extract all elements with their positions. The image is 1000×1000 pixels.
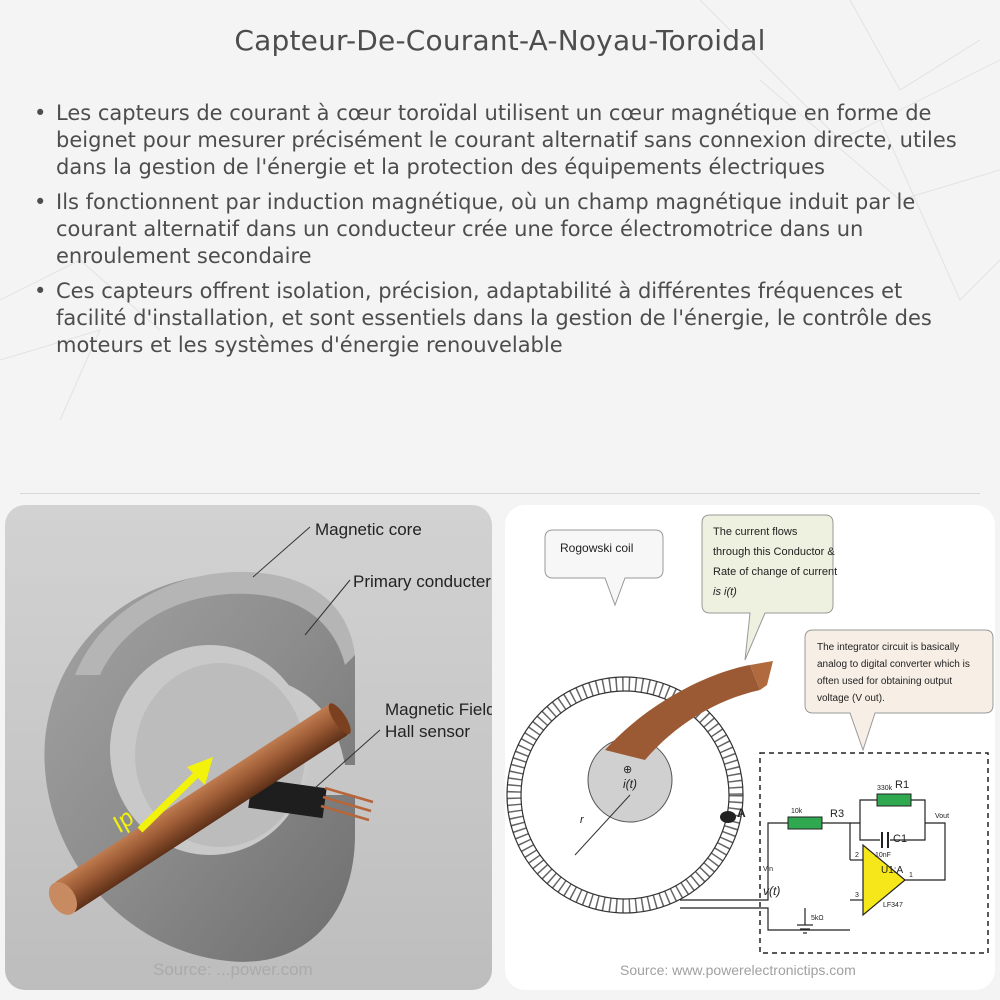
integrator-wiring — [680, 799, 946, 931]
leader-lines — [252, 526, 381, 789]
label-vt: v(t) — [763, 884, 780, 898]
label-r3-value: 10k — [791, 808, 803, 815]
capacitor-c1 — [881, 832, 889, 848]
callout-rogowski — [544, 529, 664, 607]
label-lf347: LF347 — [883, 902, 903, 909]
bullet-text: Ces capteurs offrent isolation, précisio… — [56, 279, 932, 357]
label-a: A — [737, 806, 746, 820]
bullet-symbol: • — [34, 101, 47, 125]
callout-current-line-1: The current flows — [713, 526, 798, 538]
right-image-source: Source: www.powerelectronictips.com — [620, 962, 856, 978]
hall-sensor-leads — [320, 786, 374, 822]
symbol-current-dot: ⊕ — [623, 764, 632, 776]
label-magnetic-core: Magnetic core — [315, 520, 422, 539]
callout-current-line-3: Rate of change of current — [713, 566, 837, 578]
toroidal-core-illustration: Ip Magnetic core Primary conducter Magne… — [5, 505, 492, 990]
callout-current-line-4: is i(t) — [713, 586, 737, 598]
resistor-r3 — [787, 816, 823, 830]
label-it: i(t) — [623, 777, 637, 791]
coil-section-a — [720, 811, 736, 823]
radius-line — [574, 794, 631, 856]
bullet-item: • Les capteurs de courant à cœur toroïda… — [34, 100, 964, 181]
page-title: Capteur-De-Courant-A-Noyau-Toroidal — [234, 24, 766, 57]
rogowski-coil-drawing: ⊕ i(t) r A Rogowski coil The current flo… — [506, 514, 994, 978]
label-pin-3: 3 — [855, 892, 859, 899]
op-amp-u1a — [862, 843, 906, 917]
primary-conductor — [48, 703, 351, 915]
label-pin-2: 2 — [855, 852, 859, 859]
callout-rogowski-text: Rogowski coil — [560, 541, 633, 555]
label-c1: C1 — [893, 833, 907, 845]
bullet-symbol: • — [34, 190, 47, 214]
conductor-copper — [605, 665, 760, 760]
callout-current-line-2: through this Conductor & — [713, 546, 835, 558]
bullet-text: Ils fonctionnent par induction magnétiqu… — [56, 190, 916, 268]
callout-integrator-line-1: The integrator circuit is basically — [817, 642, 959, 653]
label-r1-value: 330k — [877, 785, 893, 792]
hall-sensor — [248, 777, 327, 819]
section-divider — [20, 493, 980, 494]
current-arrow — [137, 757, 213, 833]
callout-integrator-line-2: analog to digital converter which is — [817, 659, 970, 670]
conductor-copper-end — [750, 661, 773, 690]
label-radius: r — [580, 814, 585, 826]
label-hall-sensor: Hall sensor — [385, 722, 470, 741]
callout-integrator — [804, 629, 994, 752]
label-vin: Vin — [763, 866, 773, 873]
label-u1a: U1:A — [881, 865, 904, 876]
magnetic-core-top-face — [75, 571, 355, 675]
label-r3: R3 — [830, 808, 844, 820]
bullet-text: Les capteurs de courant à cœur toroïdal … — [56, 101, 957, 179]
rogowski-coil-illustration: ⊕ i(t) r A Rogowski coil The current flo… — [505, 505, 995, 990]
resistor-r1 — [876, 793, 912, 807]
callout-integrator-line-3: often used for obtaining output — [817, 676, 952, 687]
label-ground-res: 5kΩ — [811, 915, 824, 922]
bullet-symbol: • — [34, 279, 47, 303]
left-image-source: Source: ...power.com — [153, 960, 313, 979]
label-vout: Vout — [935, 813, 949, 820]
callout-integrator-line-4: voltage (V out). — [817, 693, 885, 704]
label-c1-value: 10nF — [875, 852, 891, 859]
callout-current — [701, 514, 834, 661]
toroidal-core-drawing: Ip Magnetic core Primary conducter Magne… — [44, 520, 492, 979]
bullet-list: • Les capteurs de courant à cœur toroïda… — [34, 100, 964, 367]
ground-symbol — [797, 924, 813, 934]
label-magnetic-field: Magnetic Field — [385, 700, 492, 719]
rogowski-coil-ring — [506, 676, 744, 914]
label-r1: R1 — [895, 779, 909, 791]
label-pin-1: 1 — [909, 872, 913, 879]
bullet-item: • Ces capteurs offrent isolation, précis… — [34, 278, 964, 359]
bullet-item: • Ils fonctionnent par induction magnéti… — [34, 189, 964, 270]
label-primary-conductor: Primary conducter — [353, 572, 491, 591]
integrator-box — [759, 752, 989, 954]
